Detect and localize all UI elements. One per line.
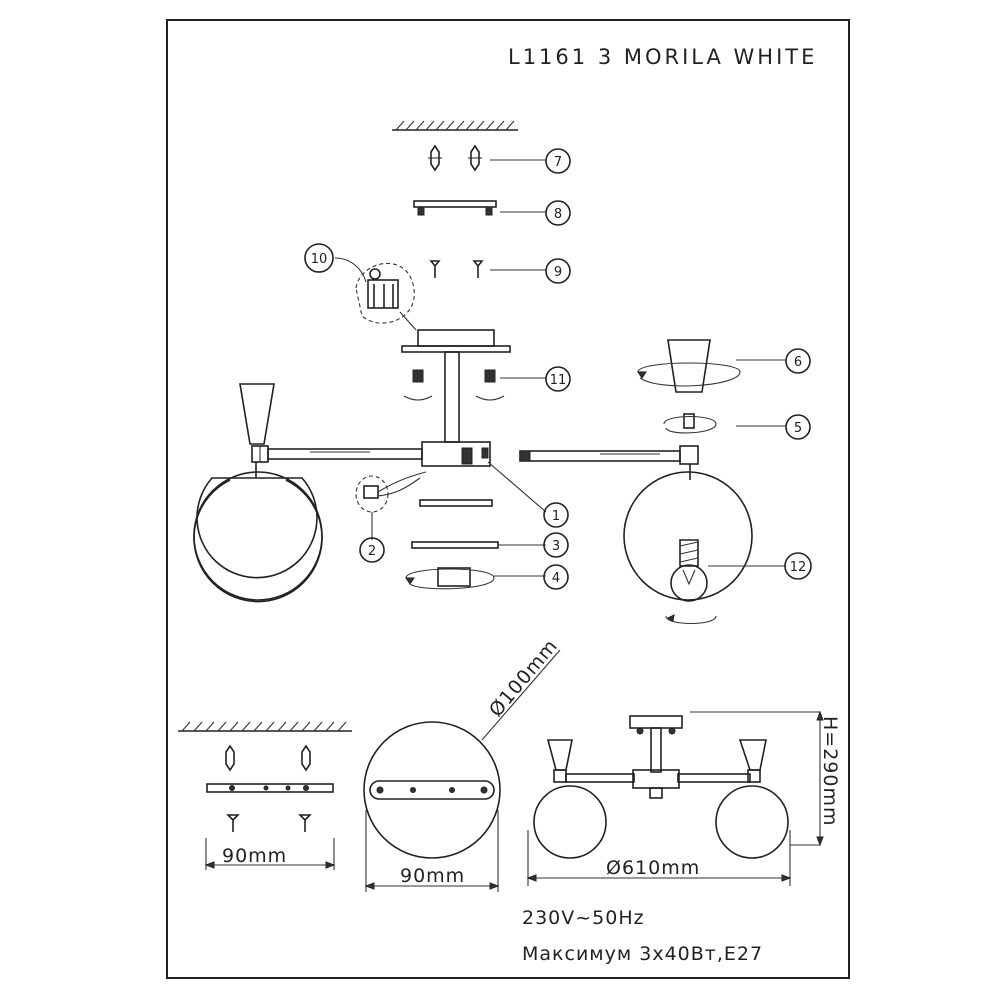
callout-4: 4 — [543, 564, 569, 590]
central-hub — [421, 441, 547, 513]
wall-anchors — [428, 144, 546, 172]
sheet-frame — [166, 19, 850, 979]
socket-ring — [663, 413, 786, 434]
svg-text:2: 2 — [368, 544, 376, 559]
span-label: Ø610mm — [606, 857, 700, 879]
svg-text:9: 9 — [554, 265, 562, 280]
mounting-detail-left: 90mm — [178, 721, 352, 870]
height-label: H=290mm — [819, 716, 841, 827]
power-spec: Максимум 3х40Вт,E27 — [522, 943, 763, 965]
plate-width-label-left: 90mm — [222, 845, 287, 867]
callout-11: 11 — [545, 366, 571, 392]
hub-cover-plates — [405, 499, 546, 590]
svg-text:11: 11 — [550, 373, 567, 388]
callout-7: 7 — [545, 148, 571, 174]
canopy — [401, 329, 511, 353]
svg-text:3: 3 — [552, 539, 560, 554]
svg-text:8: 8 — [554, 207, 562, 222]
svg-text:1: 1 — [552, 509, 560, 524]
plate-width-label-round: 90mm — [400, 865, 465, 887]
diameter-label: Ø100mm — [485, 635, 562, 721]
screws — [429, 260, 546, 278]
svg-text:12: 12 — [790, 560, 807, 575]
light-bulb — [665, 539, 786, 624]
mounting-bar-top — [413, 200, 546, 216]
callout-2: 2 — [359, 537, 385, 563]
overall-fixture-view: H=290mm Ø610mm — [526, 710, 841, 886]
callout-5: 5 — [785, 414, 811, 440]
callout-1: 1 — [543, 502, 569, 528]
callout-6: 6 — [785, 348, 811, 374]
round-canopy-detail: Ø100mm 90mm — [363, 635, 562, 892]
wire-connector-detail — [355, 471, 427, 540]
callout-3: 3 — [543, 532, 569, 558]
svg-text:7: 7 — [554, 155, 562, 170]
rod-nuts — [403, 369, 546, 401]
callout-8: 8 — [545, 200, 571, 226]
left-arm — [193, 383, 423, 603]
right-arm — [519, 445, 753, 601]
callout-12: 12 — [784, 552, 812, 580]
ceiling-hatch-top — [392, 120, 518, 131]
svg-text:5: 5 — [794, 421, 802, 436]
svg-text:10: 10 — [311, 252, 328, 267]
terminal-block-detail — [334, 257, 417, 331]
svg-text:4: 4 — [552, 571, 560, 586]
callout-10: 10 — [304, 243, 334, 273]
product-title: L1161 3 MORILA WHITE — [508, 45, 817, 69]
callout-9: 9 — [545, 258, 571, 284]
svg-text:6: 6 — [794, 355, 802, 370]
voltage-spec: 230V~50Hz — [522, 907, 645, 929]
cone-shade — [637, 339, 786, 393]
center-rod — [444, 351, 460, 443]
